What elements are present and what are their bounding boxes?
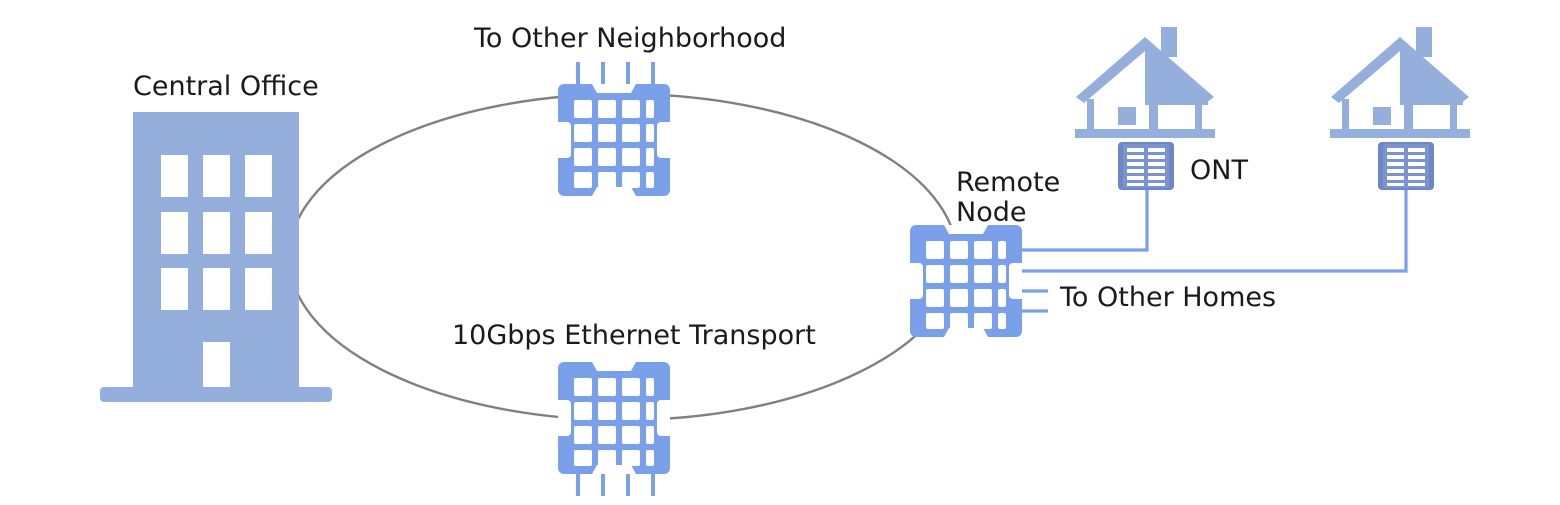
switch-remote-node[interactable] [910,225,1022,337]
house-icon-1 [1075,27,1215,138]
label-to-other-homes: To Other Homes [1060,282,1277,313]
link-remote-node-to-ont-1 [1010,190,1149,252]
label-10gbps-ethernet-transport: 10Gbps Ethernet Transport [452,320,816,351]
ont-icon-1 [1118,142,1174,190]
label-remote-node-line2: Node [956,197,1027,228]
house-icon-2 [1330,27,1470,138]
link-remote-node-to-ont-2 [1010,190,1408,273]
label-central-office: Central Office [133,71,319,102]
label-remote-node-line1: Remote [956,167,1061,198]
switch-10gbps-transport[interactable] [558,362,670,496]
label-ont: ONT [1190,155,1248,186]
ont-icon-2 [1378,142,1434,190]
central-office-icon [100,112,332,402]
switch-to-other-neighborhood[interactable] [558,62,670,196]
label-to-other-neighborhood: To Other Neighborhood [474,23,787,54]
